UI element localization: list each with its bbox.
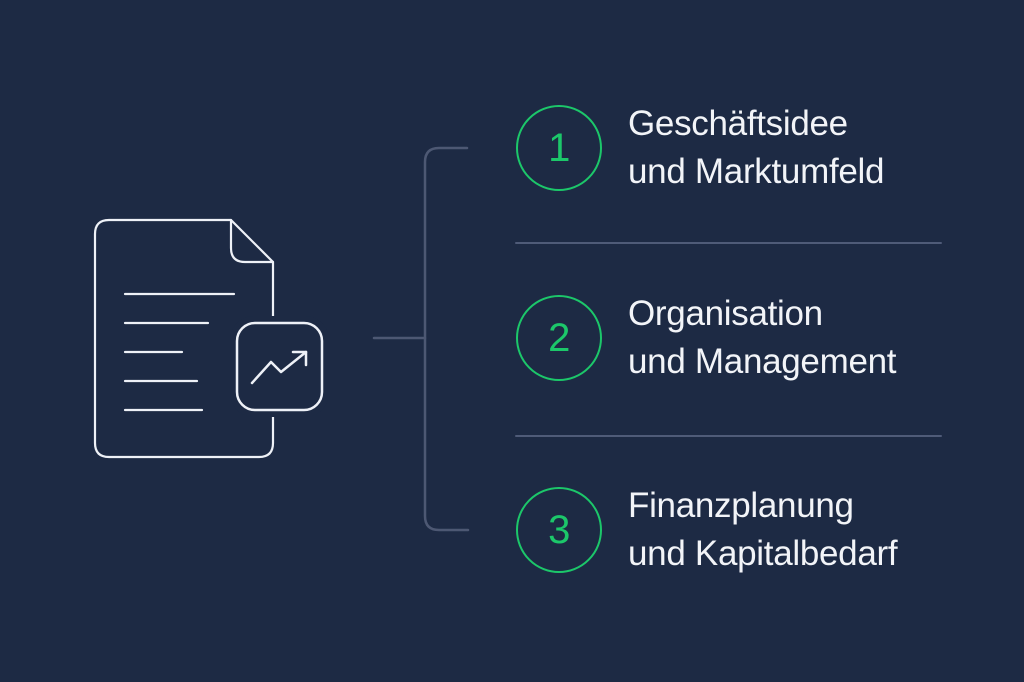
step-number-badge: 2 <box>516 295 602 381</box>
step-label: Organisation und Management <box>628 290 897 386</box>
step-number: 2 <box>548 316 570 360</box>
step-label-line1: Organisation <box>628 294 823 333</box>
document-fold-icon <box>229 218 275 264</box>
item-divider <box>515 242 942 244</box>
item-divider <box>515 435 942 437</box>
document-text-lines <box>123 292 236 412</box>
bracket-spine <box>423 146 470 532</box>
step-number: 3 <box>548 508 570 552</box>
document-chart-icon <box>93 218 328 459</box>
chart-badge <box>235 321 324 412</box>
list-item-step-1: 1 Geschäftsidee und Marktumfeld <box>516 100 976 196</box>
step-label: Geschäftsidee und Marktumfeld <box>628 100 884 196</box>
step-label-line2: und Kapitalbedarf <box>628 534 898 573</box>
list-item-step-2: 2 Organisation und Management <box>516 290 976 386</box>
step-label: Finanzplanung und Kapitalbedarf <box>628 482 898 578</box>
list-item-step-3: 3 Finanzplanung und Kapitalbedarf <box>516 482 976 578</box>
step-number: 1 <box>548 126 570 170</box>
trending-up-icon <box>250 350 308 385</box>
step-label-line1: Geschäftsidee <box>628 104 848 143</box>
step-label-line2: und Management <box>628 342 897 381</box>
step-label-line2: und Marktumfeld <box>628 152 885 191</box>
connector-bracket <box>372 146 470 532</box>
step-number-badge: 1 <box>516 105 602 191</box>
document-outline <box>93 218 275 459</box>
step-label-line1: Finanzplanung <box>628 486 854 525</box>
step-number-badge: 3 <box>516 487 602 573</box>
